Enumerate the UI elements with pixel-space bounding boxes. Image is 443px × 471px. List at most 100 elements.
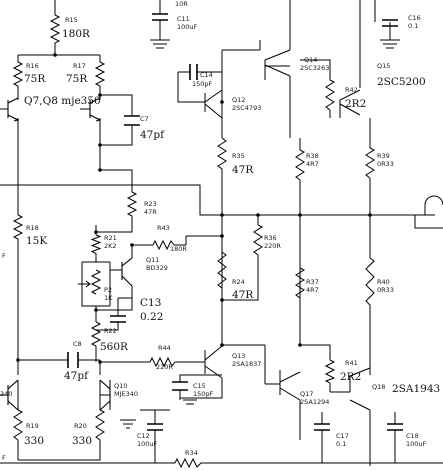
capacitor-c14-symbol [189, 64, 198, 80]
label-r40: R40 [377, 278, 390, 286]
resistor-r23-symbol [126, 191, 138, 222]
resistor-r36-symbol [253, 224, 264, 256]
value-r38: 4R7 [306, 160, 319, 168]
type-q14: 2SC3263 [300, 64, 329, 72]
label-r41: R41 [345, 359, 358, 367]
resistor-r35-symbol [217, 137, 227, 175]
value-p2: 1K [104, 294, 113, 302]
value-r39: 0R33 [377, 160, 394, 168]
value-c18: 100uF [406, 440, 427, 448]
label-p2: P2 [104, 286, 112, 294]
capacitors [67, 13, 403, 431]
value-c12: 100uF [137, 440, 158, 448]
value-c11: 100uF [177, 23, 198, 31]
value-r35: 47R [232, 164, 254, 176]
value-r15: 180R [62, 28, 91, 40]
resistor-r40-symbol [365, 257, 375, 308]
resistor-r42-symbol [325, 79, 336, 111]
resistor-r38-symbol [295, 149, 306, 181]
label-c16: C16 [408, 14, 421, 22]
label-c8: C8 [73, 340, 82, 348]
label-c11-top: 10R [175, 0, 188, 8]
resistor-r18-symbol [12, 214, 24, 245]
resistor-r43-symbol [152, 239, 176, 251]
capacitor-c7-symbol [124, 115, 140, 126]
resistor-r15-symbol [49, 14, 61, 47]
label-r19: R19 [26, 422, 39, 430]
value-c13: 0.22 [140, 311, 163, 323]
label-q14: Q14 [304, 56, 317, 64]
resistor-r21-symbol [90, 234, 102, 254]
value-r16: 75R [24, 73, 46, 85]
value-r19: 330 [24, 435, 44, 447]
label-r20: R20 [74, 422, 87, 430]
value-r24: 47R [232, 289, 254, 301]
value-r43: 180R [170, 245, 187, 253]
value-c8: 47pf [64, 370, 89, 382]
resistor-r34-symbol [174, 457, 205, 469]
transistor-q7-symbol [0, 97, 19, 121]
value-c14: 150pF [192, 80, 213, 88]
label-r24: R24 [232, 278, 245, 286]
label-r43: R43 [157, 224, 170, 232]
label-c18: C18 [406, 432, 419, 440]
resistor-r44-symbol [149, 356, 176, 368]
type-q11: BD329 [146, 264, 168, 272]
type-q10: MJE340 [114, 390, 138, 398]
type-q12: 2SC4793 [232, 104, 261, 112]
resistor-r37-symbol [295, 267, 306, 299]
type-q18: 2SA1943 [392, 383, 440, 395]
value-r18: 15K [26, 235, 47, 247]
label-r44: R44 [158, 344, 171, 352]
label-c11: C11 [177, 15, 190, 23]
value-r23: 47R [144, 208, 157, 216]
label-r42: R42 [345, 86, 358, 94]
value-r42: 2R2 [345, 98, 366, 110]
label-r38: R38 [306, 152, 319, 160]
label-c13: C13 [140, 297, 161, 309]
capacitor-c16-symbol [382, 19, 398, 27]
label-c14: C14 [200, 71, 213, 79]
resistor-r24-symbol [217, 251, 227, 298]
label-r21: R21 [104, 234, 117, 242]
transistor-q10-symbol [99, 379, 111, 411]
resistor-r16-symbol [12, 61, 24, 88]
label-r34: R34 [185, 449, 198, 457]
resistor-r19-symbol [13, 409, 24, 441]
value-r40: 0R33 [377, 286, 394, 294]
type-q15: 2SC5200 [377, 76, 426, 88]
label-left-f1: F [2, 252, 6, 260]
label-r35: R35 [232, 152, 245, 160]
label-c7: C7 [140, 115, 149, 123]
transistor-q9-symbol [7, 379, 19, 411]
resistor-r39-symbol [365, 147, 376, 179]
label-r37: R37 [306, 278, 319, 286]
capacitor-c11-symbol [152, 13, 168, 21]
value-r36: 220R [264, 242, 281, 250]
label-q11: Q11 [146, 256, 159, 264]
resistor-r20-symbol [95, 409, 106, 441]
value-r44: 220R [156, 363, 173, 371]
resistor-r17-symbol [94, 61, 106, 88]
capacitor-c12-symbol [147, 423, 163, 431]
value-c7: 47pf [140, 129, 165, 141]
potentiometer-p2-symbol [78, 269, 102, 295]
labels: R15 180R 10R C11 100uF C16 0.1 R16 75R R… [0, 0, 440, 462]
value-c16: 0.1 [408, 22, 418, 30]
type-q17: 2SA1294 [300, 398, 329, 406]
value-r41: 2R2 [340, 371, 361, 383]
label-q12: Q12 [232, 96, 245, 104]
label-q10: Q10 [114, 382, 127, 390]
value-r21: 2K2 [104, 242, 117, 250]
capacitor-c15-symbol [172, 381, 188, 391]
capacitor-c17-symbol [314, 423, 330, 431]
label-q17: Q17 [300, 390, 313, 398]
value-r17: 75R [66, 73, 88, 85]
label-r23: R23 [144, 200, 157, 208]
transistor-q8-symbol [80, 97, 101, 121]
value-r37: 4R7 [306, 286, 319, 294]
capacitor-c8-symbol [67, 352, 79, 368]
